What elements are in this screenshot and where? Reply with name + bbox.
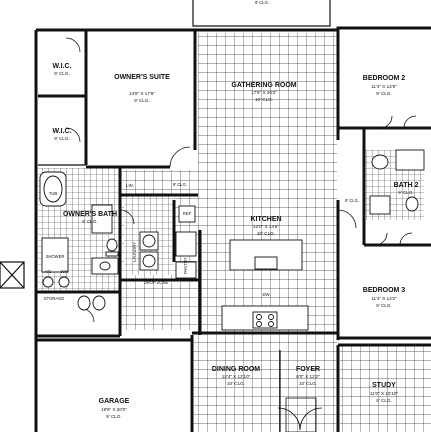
owners-bath-name: OWNER'S BATH [63,211,117,218]
dining-foyer-floor [192,333,337,432]
fixtures [39,149,425,311]
wic-2-name: W.I.C. [52,128,71,135]
bath-2-ceiling: 9' CLG. [398,190,413,195]
foyer-name: FOYER [296,366,320,373]
study-floor [340,345,431,432]
doors [65,37,417,432]
owners-suite-area [86,33,197,168]
ac-label: A/C [45,269,52,274]
bath-2-name: BATH 2 [394,182,419,189]
gathering-room-floor [198,33,337,333]
wic-1-name: W.I.C. [52,63,71,70]
garage-ceiling: 9' CLG. [106,414,121,419]
wic-area [38,33,86,165]
bedroom-3-ceiling: 9' CLG. [376,303,391,308]
study-name: STUDY [372,382,396,389]
dw-label: DW [263,292,270,297]
study-dims: 11'0" X 10'10" [370,391,399,396]
bedroom-3-name: BEDROOM 3 [363,287,406,294]
gathering-room-dims: 17'6" X 20'2" [251,90,277,95]
top-ceiling-label: 9' CLG. [255,0,269,5]
garage-area [38,340,190,432]
storage-label: STORAGE [44,296,65,301]
ref-label: REF [183,211,192,216]
wh-label: WH [61,269,68,274]
bedroom-2-ceiling: 9' CLG. [376,91,391,96]
lin-label: LIN. [126,183,134,188]
room-labels: 9' CLG. W.I.C. 9' CLG. W.I.C. 9' CLG. OW… [44,0,419,419]
wic-2-ceiling: 9' CLG. [54,136,69,141]
dining-room-dims: 12'4" X 12'10" [222,374,251,379]
kitchen-sink [254,256,278,270]
foyer-ceiling: 10' CLG. [299,381,317,386]
owners-suite-name: OWNER'S SUITE [114,74,170,81]
bedroom-2-dims: 11'4" X 12'8" [371,84,397,89]
bedroom-3-area [340,246,431,336]
kitchen-ceiling: 10' CLG. [257,231,275,236]
dining-room-ceiling: 10' CLG. [227,381,245,386]
hall-ceiling-label: 9' CLG. [173,182,187,187]
laundry-name: LAUNDRY [132,242,137,262]
owners-suite-dims: 14'8" X 17'6" [129,91,155,96]
garage-name: GARAGE [99,398,130,405]
gathering-room-ceiling: 10' CLG. [255,97,273,102]
bedroom-2-name: BEDROOM 2 [363,75,406,82]
foyer-dims: 6'0" X 12'2" [296,374,320,379]
shower-label: SHOWER [46,254,65,259]
gathering-room-name: GATHERING ROOM [231,82,296,89]
bedroom-3-dims: 11'4" X 12'2" [371,296,397,301]
wic-1-ceiling: 9' CLG. [54,71,69,76]
drop-zone-label: DROP ZONE [144,280,169,285]
north-marker [0,261,25,289]
dining-room-name: DINING ROOM [212,366,260,373]
kitchen-dims: 12'0" X 14'6" [253,224,279,229]
tub-label: TUB [49,191,58,196]
owners-suite-ceiling: 9' CLG. [134,98,149,103]
owners-bath-ceiling: 9' CLG. [82,219,97,224]
study-ceiling: 9' CLG. [376,398,391,403]
walls [34,0,431,432]
kitchen-name: KITCHEN [250,216,281,223]
shower [41,237,69,273]
bedroom-2-area [340,30,431,130]
bedroom-hall-ceiling-label: 9' CLG. [345,198,359,203]
garage-dims: 19'6" X 20'0" [101,407,127,412]
pantry-label: PANTRY [183,257,188,274]
carpet-rooms [38,30,431,432]
